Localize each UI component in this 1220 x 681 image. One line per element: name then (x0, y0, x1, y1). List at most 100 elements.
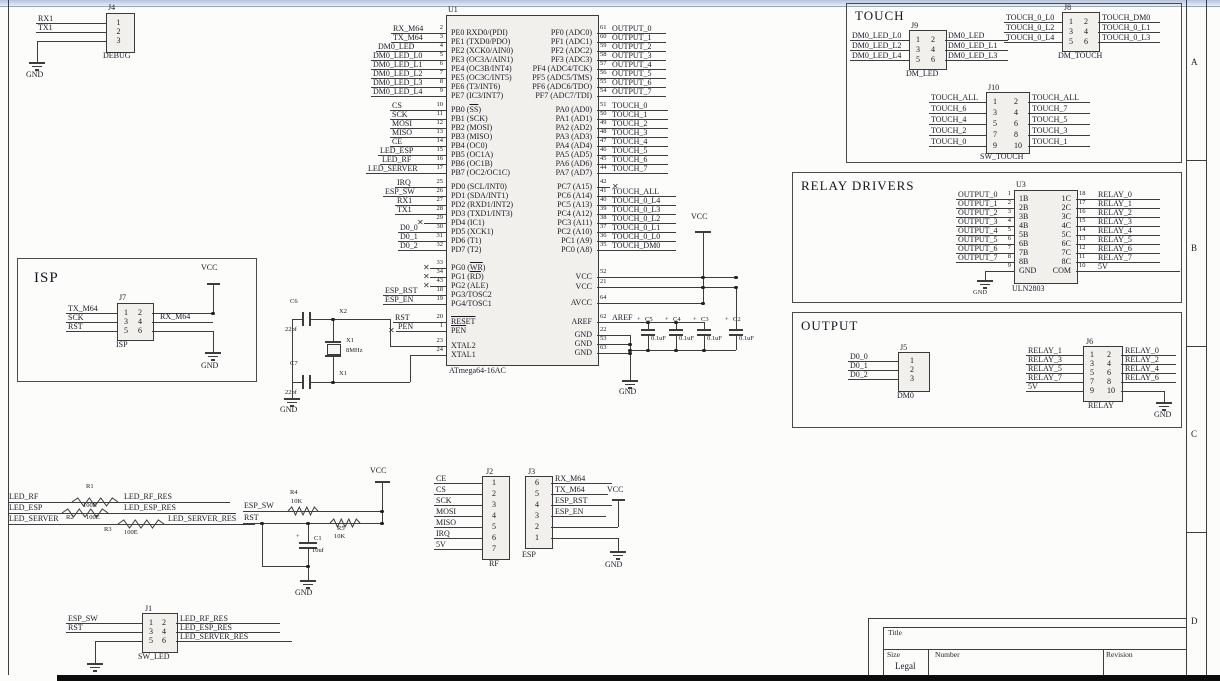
pin-wire (929, 146, 986, 147)
vcc-label: VCC (370, 466, 387, 475)
pin-name: XTAL2 (451, 341, 476, 350)
pin-number: 8 (1007, 253, 1011, 260)
pin-number: 29 (436, 214, 444, 221)
pin-wire (956, 199, 1014, 200)
pin-wire (1028, 113, 1090, 114)
pin-wire (929, 124, 986, 125)
pin-number: 26 (436, 187, 444, 194)
pin-number: 6 (931, 54, 935, 64)
cap-value: 0.1uF (651, 335, 666, 342)
gnd-label: GND (1154, 410, 1172, 419)
wire (309, 382, 333, 383)
ref-des: J4 (108, 3, 116, 12)
pin-number: 4 (492, 510, 496, 520)
pin-number: 30 (436, 223, 444, 230)
pin-name: PC5 (A13) (557, 200, 592, 209)
pin-wire (597, 119, 668, 120)
pin-wire (597, 303, 703, 304)
pin-wire (390, 110, 446, 111)
junction-dot (646, 348, 650, 353)
pin-number: 3 (535, 510, 539, 520)
pin-number: 53 (600, 335, 607, 342)
connector-j9-body[interactable] (909, 30, 947, 70)
net-label: RST (68, 622, 83, 632)
wire (410, 355, 411, 382)
pin-wire (1076, 217, 1160, 218)
connector-j2-body[interactable] (482, 476, 510, 560)
net-label: PEN (398, 321, 414, 331)
pin-wire (371, 96, 446, 97)
net-label: ESP_EN (385, 294, 414, 304)
pin-number: 25 (436, 178, 444, 185)
wire (676, 336, 677, 350)
wire (704, 336, 705, 350)
gnd-symbol (290, 405, 294, 407)
pin-number: 6 (1084, 36, 1088, 46)
connector-j6-body[interactable] (1083, 346, 1123, 402)
wire (883, 627, 884, 675)
pin-number: 4 (1084, 26, 1088, 36)
pin-name: PB7 (OC2/OC1C) (451, 168, 510, 177)
pin-wire (945, 60, 1008, 61)
ic-u1-body[interactable] (446, 15, 599, 366)
net-label: IRQ (436, 528, 450, 538)
gnd-label: GND (201, 361, 219, 370)
net-label: DM0_LED_L0 (852, 30, 902, 40)
connector-j7-body[interactable] (117, 303, 154, 341)
ic-u3-body[interactable] (1014, 190, 1078, 284)
gnd-symbol (300, 580, 316, 582)
cap-value: 10uf (312, 547, 324, 554)
capacitor-c1 (299, 542, 317, 544)
crystal-x1 (325, 341, 341, 343)
net-label: TOUCH_DM0 (612, 240, 661, 250)
pin-number: 6 (439, 60, 443, 67)
pin-wire (36, 32, 106, 33)
connector-j5-body[interactable] (898, 352, 930, 392)
pin-number: 7 (1007, 244, 1011, 251)
resistor-ref: R5 (337, 525, 345, 532)
connector-j4-body[interactable] (106, 13, 135, 53)
wire (1186, 346, 1206, 347)
connector-j8-body[interactable] (1062, 12, 1100, 52)
pin-number: 1 (1069, 16, 1073, 26)
connector-j3-body[interactable] (525, 476, 553, 549)
pin-number: 62 (600, 313, 607, 320)
wire (618, 538, 619, 551)
gnd-symbol (1162, 409, 1166, 411)
pin-number: 3 (124, 316, 128, 326)
cap-value: 0.1uF (679, 335, 694, 342)
connector-j1-body[interactable] (142, 613, 178, 653)
pin-number: 13 (436, 128, 444, 135)
crystal-x1-body[interactable] (327, 344, 341, 355)
pin-wire (597, 173, 668, 174)
net-label: D0_0 (400, 222, 418, 232)
pin-wire (1076, 271, 1180, 272)
net-label: DM0_LED_L2 (852, 40, 902, 50)
wire (1103, 649, 1104, 675)
net-label: SCK (436, 495, 452, 505)
connector-j10-body[interactable] (986, 92, 1030, 154)
wire (736, 287, 737, 329)
net-label: X2 (339, 308, 347, 315)
gnd-symbol (29, 62, 45, 64)
gnd-symbol (87, 663, 103, 665)
pin-number: 1 (492, 477, 496, 487)
pin-wire (597, 69, 666, 70)
section-title-isp: ISP (34, 270, 59, 286)
capacitor-c1 (299, 547, 317, 549)
pin-name: PF2 (ADC2) (550, 46, 592, 55)
pin-number: 50 (600, 110, 607, 117)
pin-name: 2C (1061, 203, 1071, 212)
pin-name: 7C (1061, 248, 1071, 257)
pin-wire (1028, 102, 1090, 103)
wire (308, 549, 309, 566)
resistor-value: 100E (124, 529, 138, 536)
pin-wire (956, 226, 1014, 227)
pin-number: 14 (1079, 226, 1086, 233)
pin-wire (848, 361, 898, 362)
wire (883, 627, 1186, 628)
pin-number: 6 (162, 635, 166, 645)
pin-number: 37 (600, 223, 607, 230)
pin-wire (383, 295, 446, 296)
